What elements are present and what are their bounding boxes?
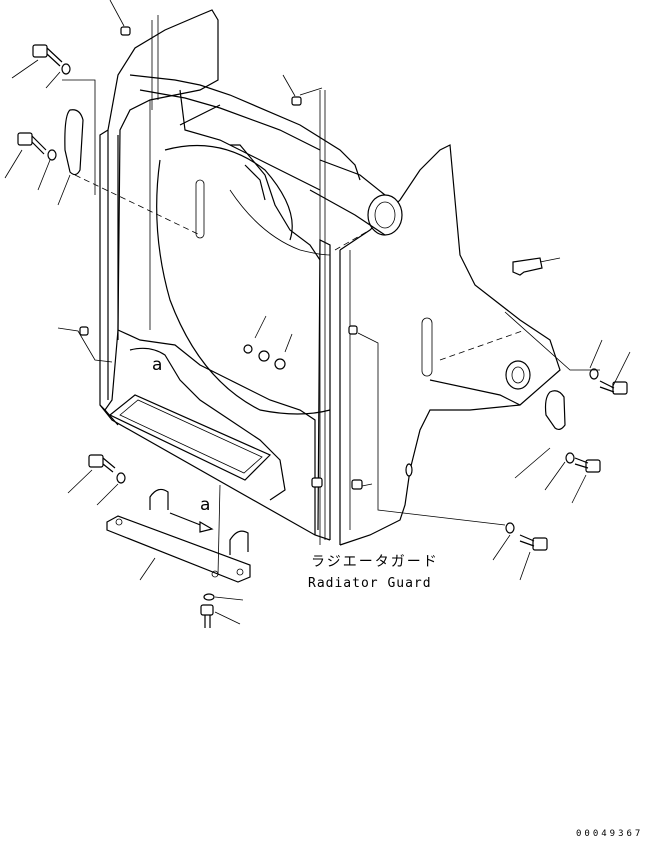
cover-plate xyxy=(544,390,566,431)
hex-bolt xyxy=(200,604,214,628)
lower-guard-bracket xyxy=(67,454,251,628)
middle-washers-nuts xyxy=(57,315,506,526)
washer xyxy=(565,452,575,464)
right-clip-bracket xyxy=(512,257,561,276)
washer xyxy=(116,472,126,484)
u-clip xyxy=(149,488,169,510)
washer xyxy=(243,344,253,354)
cover-plate xyxy=(64,109,84,176)
right-bolt-group xyxy=(492,311,631,581)
callout-label-upper: a xyxy=(152,355,163,375)
hex-bolt xyxy=(88,454,116,473)
washer xyxy=(61,63,71,75)
top-nuts xyxy=(109,0,323,106)
washer xyxy=(47,149,57,161)
washer xyxy=(203,593,215,601)
hex-bolt xyxy=(17,132,47,155)
drawing-number: 00049367 xyxy=(576,829,644,839)
nut xyxy=(120,26,131,36)
hex-bolt xyxy=(32,44,63,67)
callout-label-lower: a xyxy=(200,495,211,515)
hex-bolt xyxy=(574,457,601,473)
base-plate xyxy=(106,515,251,583)
nut xyxy=(274,358,286,370)
caption-english: Radiator Guard xyxy=(308,576,432,591)
washer xyxy=(505,522,515,534)
hex-bolt xyxy=(519,534,548,551)
u-clip xyxy=(229,530,249,555)
nut xyxy=(291,96,302,106)
frame-fasteners xyxy=(311,463,413,490)
upper-left-bolt-group xyxy=(4,44,96,206)
hex-bolt xyxy=(599,380,628,395)
nut xyxy=(79,326,89,336)
washer xyxy=(589,368,599,380)
caption-japanese: ラジエータガード xyxy=(311,554,439,570)
alignment-lines xyxy=(74,174,526,361)
nut xyxy=(348,325,358,335)
nut xyxy=(258,350,270,362)
guard-frame xyxy=(99,9,561,546)
